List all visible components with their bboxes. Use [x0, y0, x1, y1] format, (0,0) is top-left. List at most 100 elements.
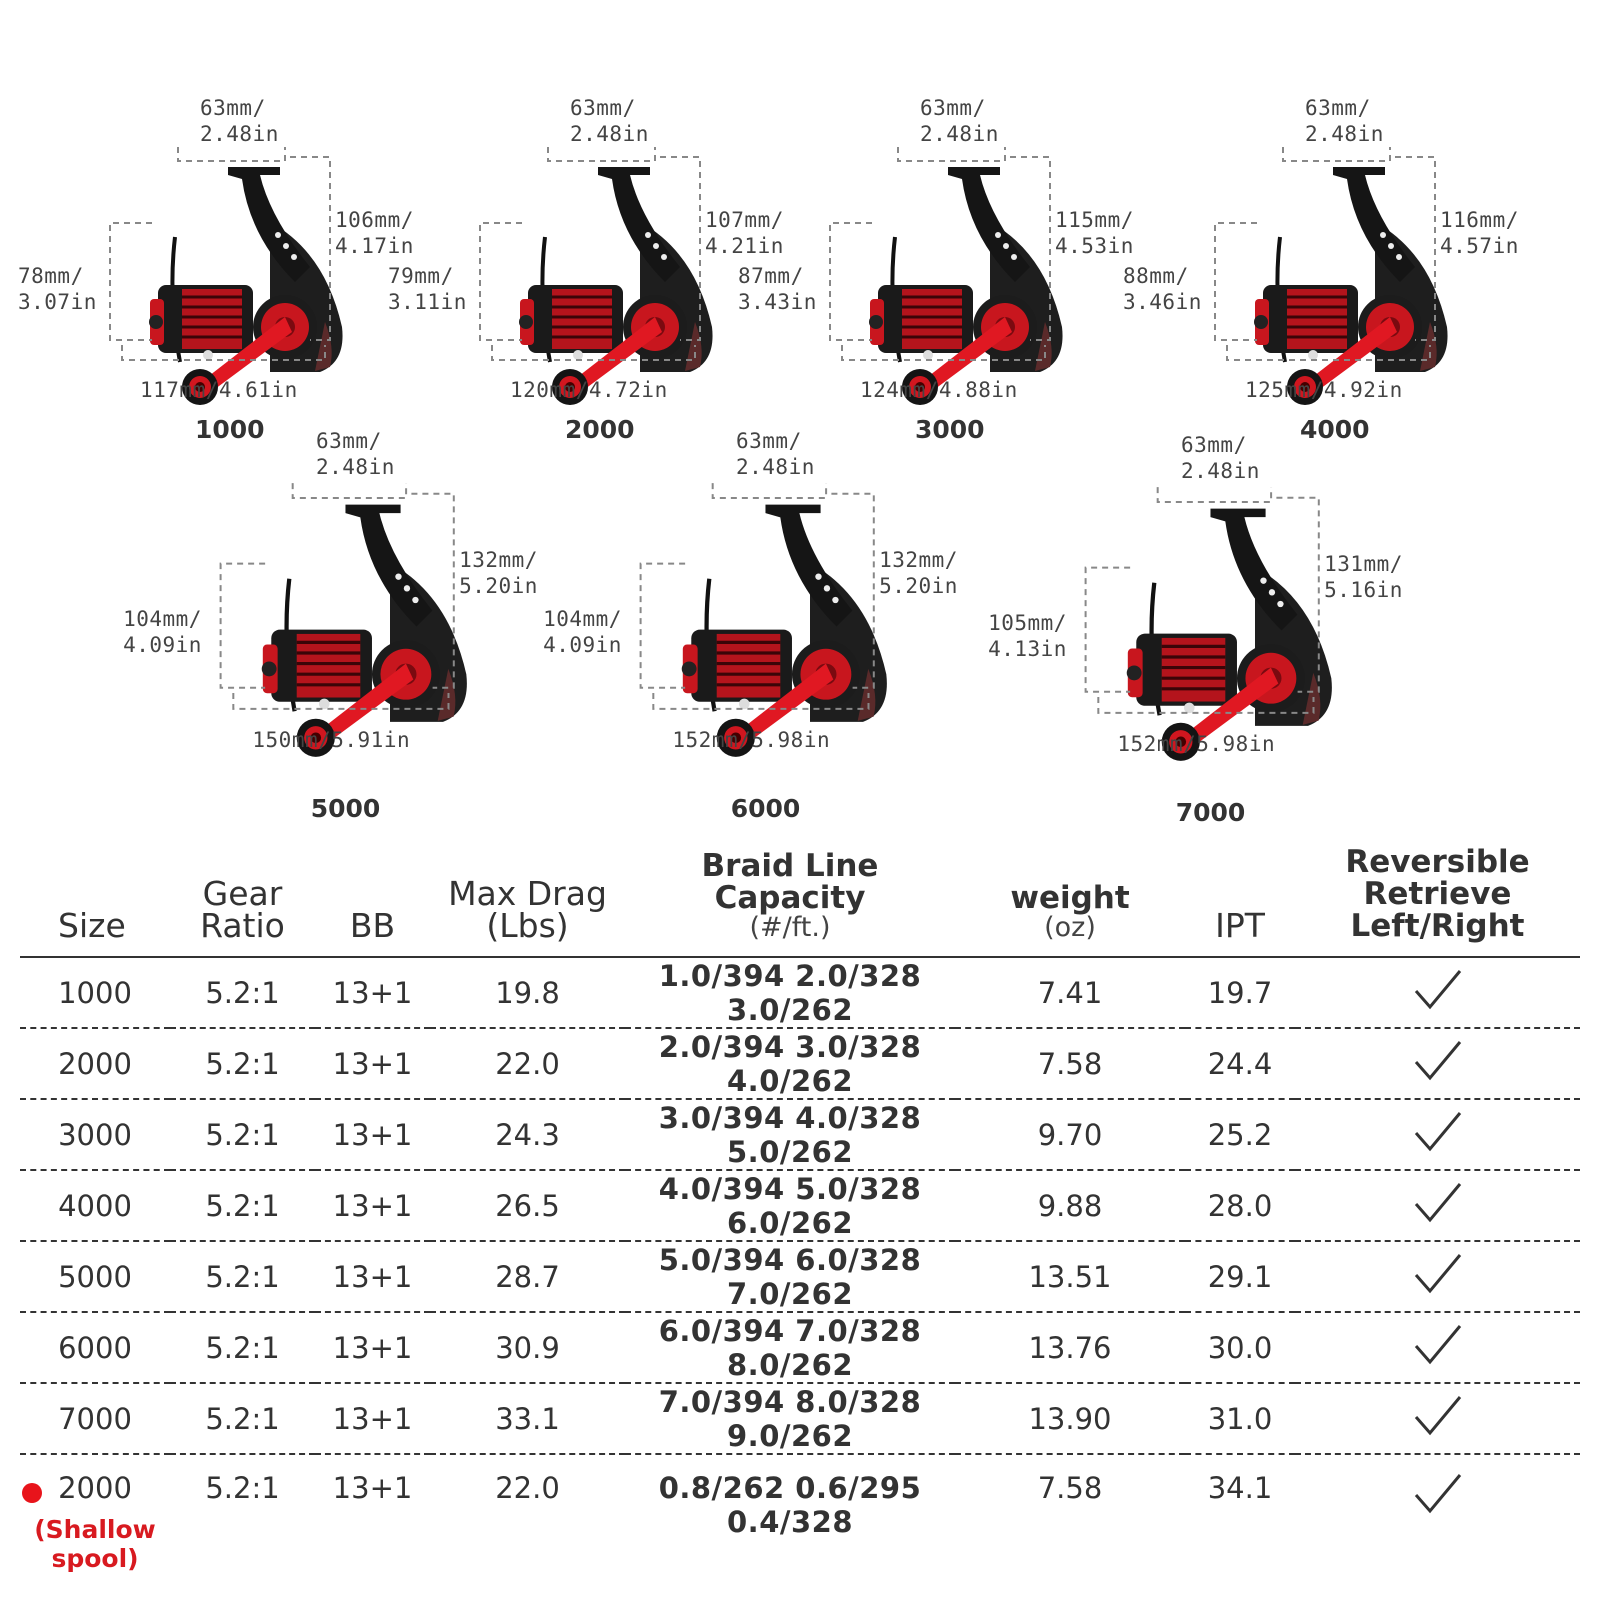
dim-height: 107mm/ 4.21in — [705, 208, 784, 258]
check-icon — [1414, 970, 1461, 1010]
size-value: 2000 — [58, 1471, 132, 1505]
cell-size: 5000 — [20, 1241, 170, 1313]
check-icon — [1414, 1254, 1461, 1294]
header-bb: BB — [315, 846, 430, 958]
dim-length: 120mm/4.72in — [510, 378, 668, 402]
cell-braid-capacity: 0.8/262 0.6/295 0.4/328 — [658, 1471, 922, 1539]
dim-top-width: 63mm/ 2.48in — [1181, 433, 1260, 483]
cell-gear-ratio: 5.2:1 — [170, 1383, 315, 1455]
cell-max-drag: 22.0 — [430, 1028, 625, 1100]
cell-bb: 13+1 — [315, 1099, 430, 1171]
dim-height: 106mm/ 4.17in — [335, 208, 414, 258]
cell-ipt: 29.1 — [1185, 1241, 1295, 1313]
dim-side-height: 88mm/ 3.46in — [1123, 264, 1202, 314]
cell-ipt: 34.1 — [1207, 1471, 1273, 1505]
check-icon — [1414, 1183, 1461, 1223]
size-value: 5000 — [58, 1259, 132, 1294]
cell-weight: 13.76 — [955, 1312, 1185, 1384]
dimension-guides — [639, 483, 875, 710]
dimension-guides — [1214, 147, 1436, 361]
cell-max-drag: 26.5 — [430, 1170, 625, 1242]
dim-height: 132mm/ 5.20in — [459, 547, 538, 598]
dimension-guides — [829, 147, 1051, 361]
cell-max-drag: 19.8 — [430, 957, 625, 1029]
cell-braid-capacity: 3.0/394 4.0/328 5.0/262 — [625, 1099, 955, 1171]
cell-bb: 13+1 — [315, 1383, 430, 1455]
size-value: 2000 — [58, 1046, 132, 1081]
cell-size: 2000 (Shallow spool) — [20, 1454, 170, 1573]
cell-bb: 13+1 — [315, 1170, 430, 1242]
reel-size-label: 4000 — [1300, 415, 1370, 444]
cell-weight: 9.70 — [955, 1099, 1185, 1171]
reel-size-label: 6000 — [730, 793, 801, 823]
dim-top-width: 63mm/ 2.48in — [570, 96, 649, 146]
check-icon — [1414, 1041, 1461, 1081]
dim-top-width: 63mm/ 2.48in — [200, 96, 279, 146]
cell-size: 7000 — [20, 1383, 170, 1455]
cell-bb: 13+1 — [315, 1241, 430, 1313]
shallow-spool-note: (Shallow spool) — [34, 1515, 156, 1573]
cell-ipt: 24.4 — [1185, 1028, 1295, 1100]
cell-reversible — [1295, 1028, 1580, 1100]
dim-height: 132mm/ 5.20in — [879, 547, 958, 598]
cell-gear-ratio: 5.2:1 — [170, 1241, 315, 1313]
cell-size: 6000 — [20, 1312, 170, 1384]
cell-size: 4000 — [20, 1170, 170, 1242]
cell-weight: 7.41 — [955, 957, 1185, 1029]
cell-bb: 13+1 — [332, 1471, 413, 1505]
header-weight: weight(oz) — [955, 846, 1185, 958]
cell-max-drag: 22.0 — [495, 1471, 560, 1505]
size-value: 3000 — [58, 1117, 132, 1152]
cell-gear-ratio: 5.2:1 — [170, 1099, 315, 1171]
cell-bb: 13+1 — [315, 1028, 430, 1100]
cell-reversible — [1295, 1383, 1580, 1455]
cell-braid-capacity: 7.0/394 8.0/328 9.0/262 — [625, 1383, 955, 1455]
cell-max-drag: 28.7 — [430, 1241, 625, 1313]
dim-side-height: 105mm/ 4.13in — [988, 611, 1067, 662]
cell-size: 1000 — [20, 957, 170, 1029]
cell-ipt: 30.0 — [1185, 1312, 1295, 1384]
dim-side-height: 78mm/ 3.07in — [18, 264, 97, 314]
dim-length: 125mm/4.92in — [1245, 378, 1403, 402]
dimension-guides — [1084, 487, 1320, 714]
cell-reversible — [1295, 1170, 1580, 1242]
size-value: 4000 — [58, 1188, 132, 1223]
cell-braid-capacity: 5.0/394 6.0/328 7.0/262 — [625, 1241, 955, 1313]
cell-gear-ratio: 5.2:1 — [170, 1170, 315, 1242]
cell-bb: 13+1 — [315, 1312, 430, 1384]
cell-braid-capacity: 4.0/394 5.0/328 6.0/262 — [625, 1170, 955, 1242]
dim-side-height: 104mm/ 4.09in — [123, 607, 202, 658]
dimension-guides — [219, 483, 455, 710]
cell-gear-ratio: 5.2:1 — [170, 1028, 315, 1100]
dim-length: 150mm/5.91in — [252, 727, 411, 752]
reel-size-label: 2000 — [565, 415, 635, 444]
cell-reversible — [1295, 1454, 1580, 1573]
cell-max-drag: 24.3 — [430, 1099, 625, 1171]
cell-braid-capacity: 6.0/394 7.0/328 8.0/262 — [625, 1312, 955, 1384]
cell-max-drag: 30.9 — [430, 1312, 625, 1384]
check-icon — [1414, 1396, 1461, 1436]
cell-max-drag: 33.1 — [430, 1383, 625, 1455]
dim-top-width: 63mm/ 2.48in — [920, 96, 999, 146]
check-icon — [1414, 1325, 1461, 1365]
cell-ipt: 25.2 — [1185, 1099, 1295, 1171]
cell-bb: 13+1 — [315, 957, 430, 1029]
cell-reversible — [1295, 957, 1580, 1029]
size-value: 6000 — [58, 1330, 132, 1365]
